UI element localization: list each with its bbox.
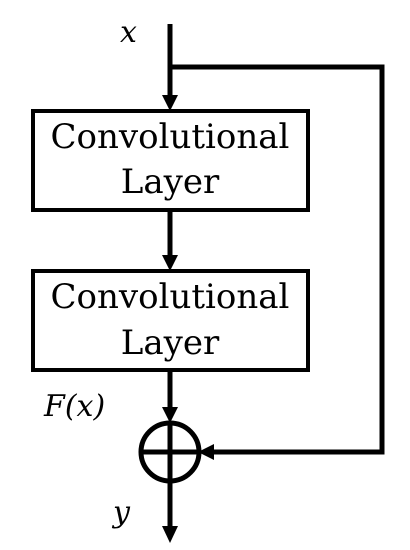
conv-layer-2: Convolutional Layer xyxy=(31,269,310,372)
input-arrowhead-icon xyxy=(162,95,178,111)
conv-layer-1-line2: Layer xyxy=(121,162,220,202)
residual-arrowhead-icon xyxy=(162,407,178,423)
conv-layer-2-line2: Layer xyxy=(121,323,220,363)
output-arrowhead-icon xyxy=(162,526,178,543)
residual-label: F(x) xyxy=(43,389,105,424)
layer-connector-arrowhead-icon xyxy=(162,255,178,271)
input-label: x xyxy=(120,15,137,50)
conv-layer-2-line1: Convolutional xyxy=(51,277,290,317)
skip-arrowhead-icon xyxy=(198,444,214,460)
conv-layer-1: Convolutional Layer xyxy=(31,109,310,212)
conv-layer-1-box xyxy=(31,109,310,212)
output-label: y xyxy=(111,495,131,530)
conv-layer-1-line1: Convolutional xyxy=(51,117,290,157)
skip-connection-line xyxy=(170,64,385,455)
circled-plus-icon xyxy=(138,420,202,484)
